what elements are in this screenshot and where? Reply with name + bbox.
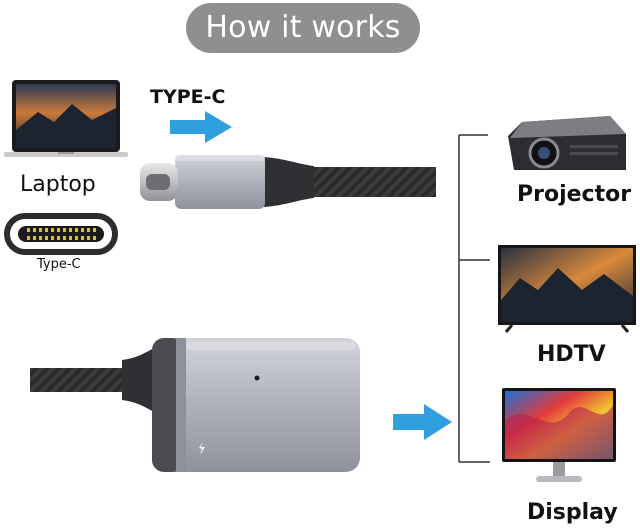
usb-c-cable-plug	[140, 155, 436, 209]
cable-type-label: TYPE-C	[150, 86, 226, 108]
laptop-label: Laptop	[20, 172, 96, 197]
laptop-icon	[4, 80, 128, 157]
usb-c-adapter	[30, 338, 360, 472]
arrow-right-icon	[170, 111, 232, 143]
hdtv-label: HDTV	[537, 342, 606, 367]
tv-icon	[498, 245, 636, 333]
monitor-icon	[502, 388, 616, 482]
usb-c-port-icon	[4, 213, 118, 255]
how-it-works-title: How it works	[186, 3, 420, 53]
arrow-right-icon	[393, 404, 452, 440]
projector-label: Projector	[517, 182, 632, 207]
display-label: Display	[527, 500, 618, 525]
output-bracket	[458, 134, 490, 463]
projector-icon	[508, 116, 626, 170]
port-type-label: Type-C	[37, 257, 81, 272]
